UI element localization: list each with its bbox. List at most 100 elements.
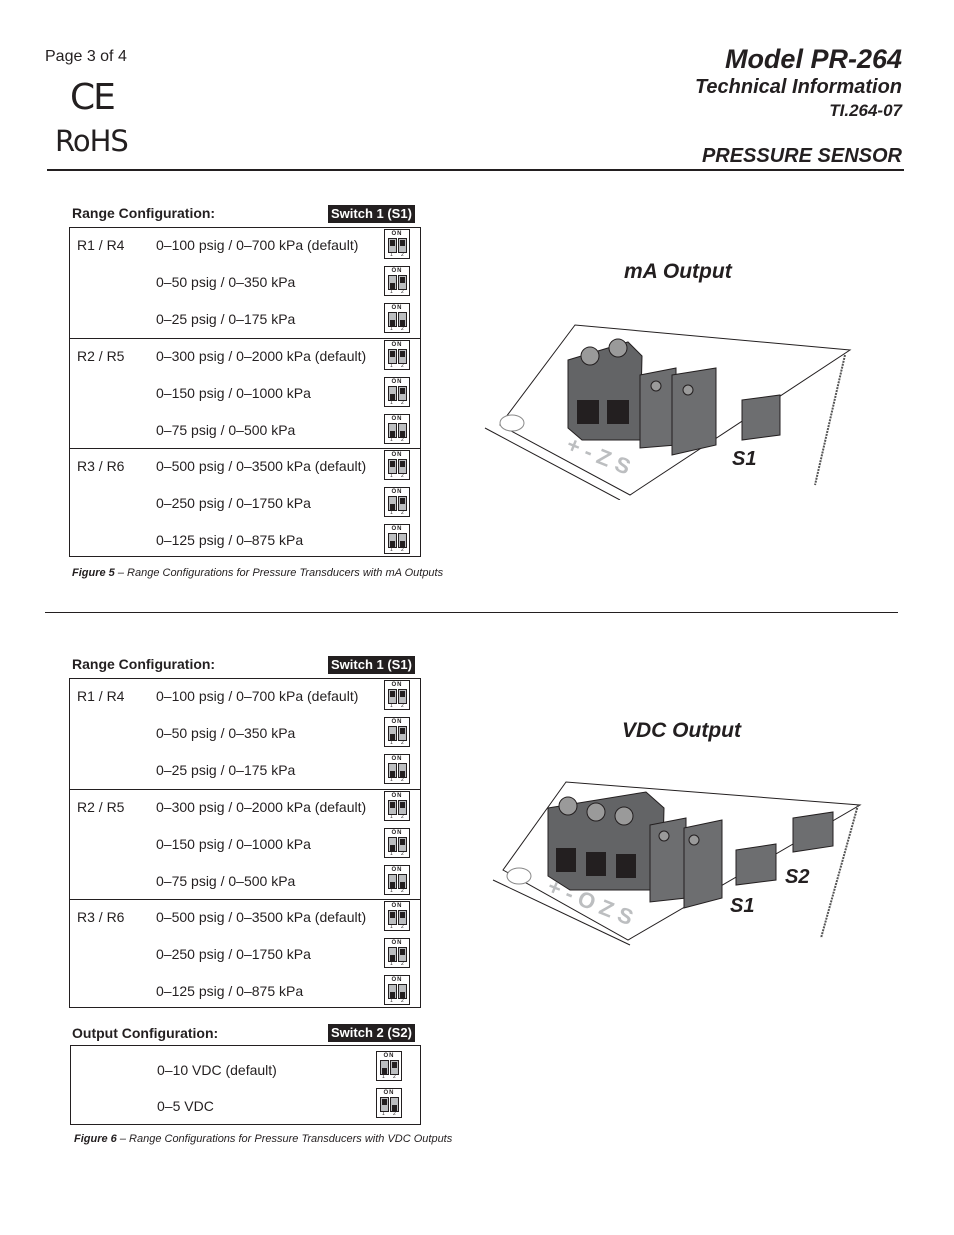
switch2-badge: Switch 2 (S2) (328, 1024, 415, 1042)
circuit-board-outline (499, 324, 852, 496)
terminal-screw (580, 346, 600, 366)
range-option: 0–150 psig / 0–1000 kPa (156, 385, 311, 401)
range-config-table: R1 / R4 0–100 psig / 0–700 kPa (default) O… (69, 227, 421, 557)
figure-5-number: Figure 5 (72, 567, 115, 579)
range-option: 0–125 psig / 0–875 kPa (156, 532, 304, 548)
switch1-badge: Switch 1 (S1) (328, 205, 415, 223)
s1-label: S1 (732, 448, 756, 470)
page-number: Page 3 of 4 (45, 48, 127, 65)
range-option: 0–250 psig / 0–1750 kPa (156, 946, 311, 962)
range-option: 0–75 psig / 0–500 kPa (156, 873, 296, 889)
range-group: R3 / R6 0–500 psig / 0–3500 kPa (default)… (70, 899, 420, 1010)
figure-5-caption: Figure 5 – Range Configurations for Pres… (72, 567, 443, 579)
range-group: R2 / R5 0–300 psig / 0–2000 kPa (default)… (70, 789, 420, 900)
s2-label: S2 (785, 866, 809, 888)
terminal-block (567, 341, 643, 441)
zero-potentiometer (649, 817, 687, 903)
range-option: 0–300 psig / 0–2000 kPa (default) (156, 348, 367, 364)
figure-5-text: – Range Configurations for Pressure Tran… (114, 567, 444, 579)
range-option: 0–100 psig / 0–700 kPa (default) (156, 688, 359, 704)
range-group-label: R2 / R5 (77, 348, 125, 364)
output-config-title: Output Configuration: (72, 1025, 219, 1041)
vdc-board-illustration: + - O Z S S1 S2 (492, 781, 862, 946)
output-option: 0–5 VDC (157, 1098, 214, 1114)
switch1-badge: Switch 1 (S1) (328, 656, 415, 674)
vdc-output-title: VDC Output (622, 719, 741, 742)
rohs-logo: RoHS (55, 124, 129, 158)
ma-output-title: mA Output (624, 260, 732, 283)
range-group-label: R1 / R4 (77, 688, 125, 704)
range-option: 0–25 psig / 0–175 kPa (156, 762, 296, 778)
range-option: 0–125 psig / 0–875 kPa (156, 983, 304, 999)
s1-dip-switch (741, 394, 781, 441)
range-option: 0–25 psig / 0–175 kPa (156, 311, 296, 327)
range-option: 0–50 psig / 0–350 kPa (156, 274, 296, 290)
product-heading: PRESSURE SENSOR (701, 145, 902, 167)
range-option: 0–100 psig / 0–700 kPa (default) (156, 237, 359, 253)
range-config-title: Range Configuration: (72, 205, 216, 221)
range-group: R3 / R6 0–500 psig / 0–3500 kPa (default)… (70, 448, 420, 559)
s1-dip-switch (735, 843, 777, 886)
mounting-hole (499, 414, 525, 432)
range-option: 0–500 psig / 0–3500 kPa (default) (156, 909, 367, 925)
s1-label: S1 (730, 895, 754, 917)
figure-6-caption: Figure 6 – Range Configurations for Pres… (74, 1133, 452, 1145)
range-option: 0–150 psig / 0–1000 kPa (156, 836, 311, 852)
header-divider (47, 169, 904, 171)
terminal-screw (586, 802, 606, 822)
zero-potentiometer (639, 367, 677, 449)
terminal-screw (614, 806, 634, 826)
range-config-title: Range Configuration: (72, 656, 216, 672)
range-option: 0–50 psig / 0–350 kPa (156, 725, 296, 741)
figure-6-text: – Range Configurations for Pressure Tran… (116, 1133, 453, 1145)
figure-6-number: Figure 6 (74, 1133, 117, 1145)
range-group-label: R3 / R6 (77, 909, 125, 925)
range-group: R2 / R5 0–300 psig / 0–2000 kPa (default)… (70, 338, 420, 449)
range-group-label: R3 / R6 (77, 458, 125, 474)
range-group: R1 / R4 0–100 psig / 0–700 kPa (default) O… (70, 679, 420, 789)
span-potentiometer (683, 819, 723, 909)
range-config-table: R1 / R4 0–100 psig / 0–700 kPa (default) O… (69, 678, 421, 1008)
mounting-hole (506, 867, 532, 885)
doc-subtitle: Technical Information (694, 76, 902, 98)
range-option: 0–75 psig / 0–500 kPa (156, 422, 296, 438)
terminal-screw (558, 796, 578, 816)
ce-logo: CE (70, 77, 116, 118)
range-option: 0–250 psig / 0–1750 kPa (156, 495, 311, 511)
range-group-label: R1 / R4 (77, 237, 125, 253)
range-group-label: R2 / R5 (77, 799, 125, 815)
range-option: 0–300 psig / 0–2000 kPa (default) (156, 799, 367, 815)
section-divider (45, 612, 898, 613)
s2-dip-switch (792, 811, 834, 853)
range-option: 0–500 psig / 0–3500 kPa (default) (156, 458, 367, 474)
ma-board-illustration: + - Z S S1 (484, 324, 852, 500)
range-group: R1 / R4 0–100 psig / 0–700 kPa (default) O… (70, 228, 420, 338)
span-potentiometer (671, 367, 717, 456)
output-option: 0–10 VDC (default) (157, 1062, 277, 1078)
doc-number: TI.264-07 (829, 101, 902, 120)
terminal-screw (608, 338, 628, 358)
circuit-board-outline (502, 781, 862, 941)
model-title: Model PR-264 (724, 44, 902, 74)
